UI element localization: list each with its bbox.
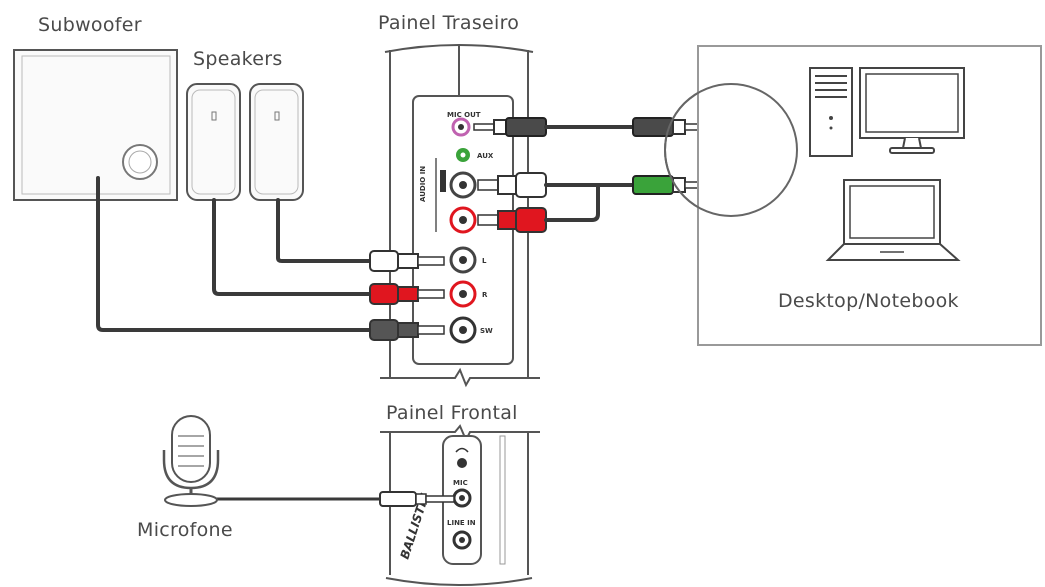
desktop-microphone	[162, 415, 220, 507]
rear-jack-left	[449, 246, 477, 274]
rear-jack-mic-out	[451, 117, 471, 137]
left-speaker-cable	[276, 198, 374, 263]
computer-cables	[544, 125, 637, 222]
label-front-line-in: LINE IN	[447, 519, 476, 527]
headphone-icon	[455, 447, 469, 453]
rear-jack-aux	[456, 148, 470, 162]
rca-plug-left	[369, 250, 445, 272]
label-l: L	[482, 257, 487, 265]
label-aux: AUX	[477, 152, 494, 160]
subwoofer-box	[13, 49, 178, 201]
rear-jack-sw	[449, 316, 477, 344]
mic-out-plug	[473, 117, 547, 137]
speakers-label: Speakers	[193, 48, 283, 70]
rear-panel-label: Painel Traseiro	[378, 12, 520, 34]
label-sw: SW	[480, 327, 493, 335]
audio-in-red-cable	[544, 183, 600, 222]
laptop-icon	[825, 179, 961, 261]
rear-jack-audio-in-red	[449, 206, 477, 234]
left-speaker	[186, 83, 241, 201]
rca-plug-audio-in-white	[477, 172, 547, 198]
speaker-cables	[96, 176, 374, 332]
label-front-mic: MIC	[453, 479, 468, 487]
front-panel-label: Painel Frontal	[386, 402, 518, 424]
label-mic-out: MIC OUT	[447, 111, 481, 119]
rca-plug-sw	[369, 319, 445, 341]
rear-jack-audio-in-white	[449, 171, 477, 199]
monitor-icon	[859, 67, 965, 154]
rca-plug-audio-in-red	[477, 207, 547, 233]
subwoofer-cable	[96, 176, 374, 332]
right-speaker	[249, 83, 304, 201]
right-speaker-cable	[212, 198, 374, 296]
computer-label: Desktop/Notebook	[778, 290, 959, 312]
rear-jack-right	[449, 280, 477, 308]
desktop-tower-icon	[809, 67, 853, 157]
label-r: R	[482, 291, 488, 299]
subwoofer-label: Subwoofer	[38, 14, 142, 36]
microphone-label: Microfone	[137, 519, 233, 541]
rca-plug-right	[369, 283, 445, 305]
label-audio-in: AUDIO IN	[419, 166, 427, 202]
